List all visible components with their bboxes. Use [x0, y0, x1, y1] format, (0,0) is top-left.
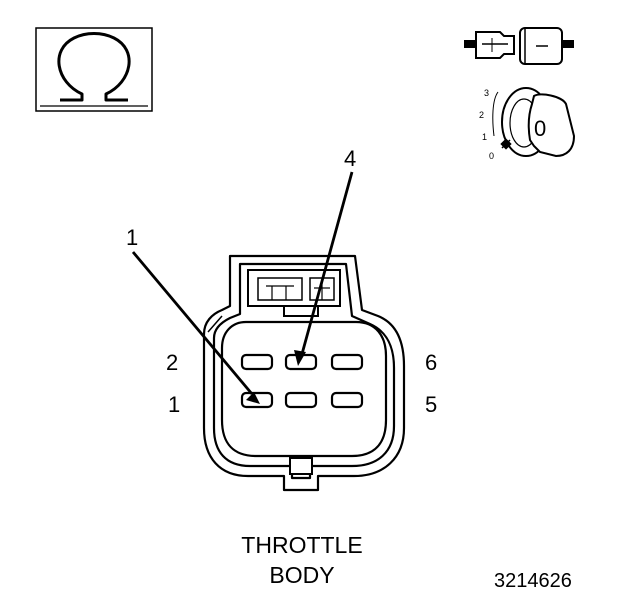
- ignition-off-icon: [492, 87, 576, 158]
- connector-face: [220, 320, 388, 458]
- ignition-pos-2: 2: [479, 110, 485, 120]
- ignition-pos-0: 0: [489, 151, 495, 161]
- disconnect-connector-icon: [464, 27, 574, 65]
- terminal-5: [330, 391, 364, 409]
- ignition-pos-1: 1: [482, 132, 488, 142]
- terminal-cavities: [240, 353, 364, 409]
- ignition-pos-3: 3: [484, 88, 490, 98]
- callout-arrow-4: [294, 171, 354, 366]
- terminal-2: [240, 353, 274, 371]
- ohm-icon: [35, 27, 153, 112]
- pin-label-2: 2: [166, 350, 179, 375]
- callout-4-label: 4: [344, 146, 357, 171]
- pin-label-5: 5: [425, 392, 438, 417]
- connector-housing: [202, 254, 406, 492]
- caption-line-1: THROTTLE: [241, 532, 363, 558]
- pin-label-6: 6: [425, 350, 438, 375]
- callout-arrow-1: [131, 251, 260, 404]
- caption-line-2: BODY: [269, 562, 335, 588]
- terminal-6: [330, 353, 364, 371]
- figure-number: 3214626: [494, 570, 572, 592]
- terminal-3: [284, 391, 318, 409]
- pin-label-1: 1: [168, 392, 181, 417]
- callout-1-label: 1: [126, 225, 139, 250]
- key-position-label: 0: [534, 116, 547, 141]
